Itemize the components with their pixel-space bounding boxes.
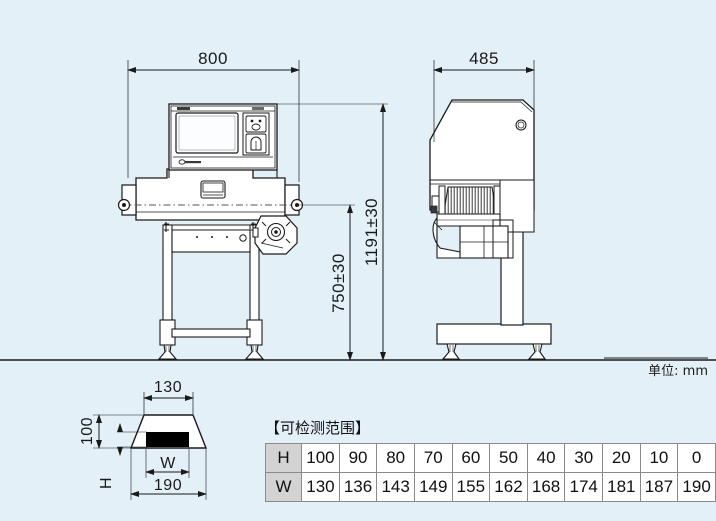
table-cell: 30	[564, 443, 603, 473]
front-tunnel-housing	[117, 168, 304, 221]
table-cell: 174	[564, 472, 603, 502]
side-view-dimensions: 485	[433, 49, 535, 142]
table-cell: 130	[301, 472, 340, 502]
dim-aperture-label-w: W	[160, 455, 176, 472]
front-view-dimensions: 800 750±30 1191±30	[127, 49, 388, 361]
table-cell: 20	[602, 443, 641, 473]
table-cell: 143	[376, 472, 415, 502]
table-cell: 40	[526, 443, 566, 473]
table-cell: 149	[413, 472, 453, 502]
dim-aperture-top-width: 130	[154, 379, 182, 396]
dim-overall-width: 800	[198, 49, 228, 68]
unit-note: 单位: mm	[648, 364, 708, 379]
front-drive-motor	[252, 215, 298, 255]
dim-conveyor-height: 750±30	[329, 253, 348, 313]
table-cell: 0	[677, 443, 716, 473]
dim-overall-height: 1191±30	[362, 198, 381, 266]
table-cell: 100	[301, 443, 340, 473]
table-cell: 50	[489, 443, 528, 473]
table-cell: 162	[489, 472, 528, 502]
table-cell: 90	[338, 443, 378, 473]
table-row-header: H	[264, 443, 303, 473]
table-cell: 155	[451, 472, 491, 502]
table-cell: 70	[413, 443, 453, 473]
table-cell: 187	[639, 472, 679, 502]
table-cell: 190	[677, 472, 716, 502]
front-lower-panel	[164, 222, 256, 253]
aperture-detail-group: 130 100 H W 190	[79, 379, 208, 500]
side-view-group	[429, 99, 552, 360]
table-cell: 10	[639, 443, 679, 473]
table-row-header: W	[264, 472, 303, 502]
dim-aperture-height: 100	[79, 417, 96, 445]
table-cell: 60	[451, 443, 491, 473]
front-view-group	[117, 103, 304, 360]
front-stand	[157, 224, 265, 360]
table-cell: 136	[338, 472, 378, 502]
dim-aperture-label-h: H	[98, 477, 115, 489]
table-cell: 181	[602, 472, 641, 502]
front-operator-console	[168, 103, 278, 178]
table-cell: 168	[526, 472, 566, 502]
table-cell: 80	[376, 443, 415, 473]
spec-table-caption: 【可检测范围】	[265, 419, 371, 437]
dim-aperture-bottom-width: 190	[154, 477, 182, 494]
dim-overall-depth: 485	[469, 49, 499, 68]
